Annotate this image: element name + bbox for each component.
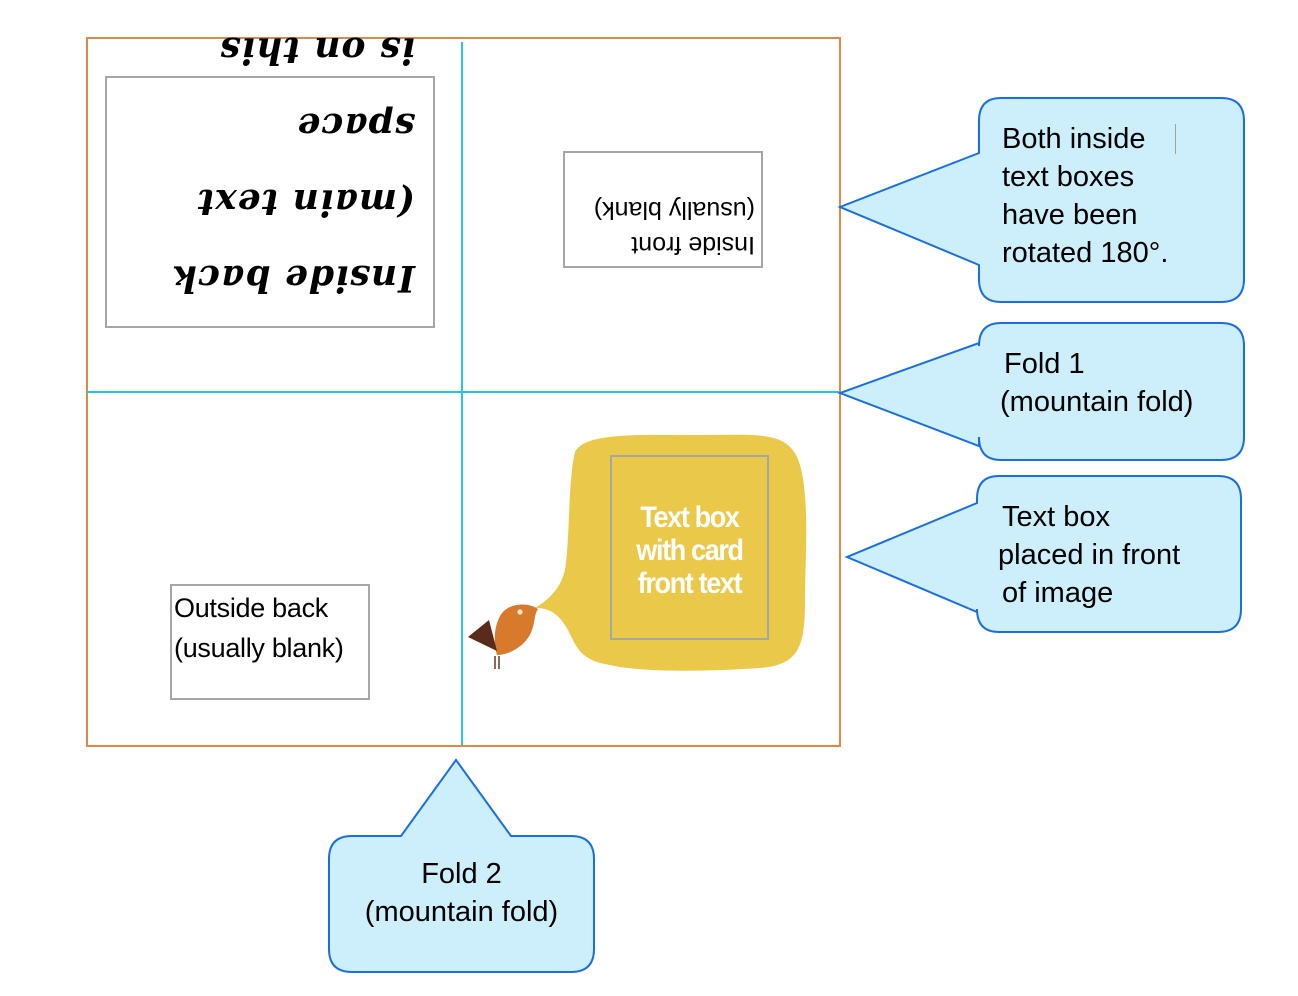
callout-fold1-text: Fold 1 (mountain fold) [1000, 345, 1193, 421]
callout-front-text-line-3: of image [1002, 577, 1114, 609]
callout-fold2-text: Fold 2 (mountain fold) [329, 855, 594, 931]
callout-fold2-line-2: (mountain fold) [364, 896, 559, 928]
outside-back-textbox[interactable]: Outside back (usually blank) [170, 584, 370, 700]
callout-rotated-text: Both inside text boxes have been rotated… [1002, 120, 1168, 272]
inside-back-text: Inside back (main text space is on this … [107, 29, 433, 326]
inside-back-textbox[interactable]: Inside back (main text space is on this … [105, 29, 435, 328]
card-front-line-1: Text box [640, 501, 740, 534]
callout-fold1-line-1: Fold 1 [1004, 348, 1085, 380]
inside-front-line-2: (usually blank) [593, 196, 755, 224]
callout-fold2-line-1: Fold 2 [421, 858, 502, 890]
callout-fold1-line-2: (mountain fold) [1000, 386, 1194, 418]
callout-fold2-shape [328, 758, 595, 973]
inside-back-line-2: (main text space [196, 105, 415, 223]
callout-rotated-line-4: rotated 180°. [1002, 237, 1169, 269]
callout-rotated-line-3: have been [1002, 199, 1138, 231]
text-cursor [1175, 124, 1176, 154]
card-front-line-3: front text [637, 567, 743, 600]
callout-rotated-line-1: Both inside [1002, 123, 1146, 155]
callout-rotated-line-2: text boxes [1002, 161, 1135, 193]
card-front-text: Text box with card front text [620, 457, 760, 600]
fold-2-line [461, 42, 463, 745]
inside-front-text: Inside front (usually blank) [565, 153, 761, 266]
outside-back-text: Outside back (usually blank) [172, 586, 368, 670]
card-front-line-2: with card [636, 534, 744, 567]
callout-front-text-shape [844, 475, 1242, 633]
callout-rotated-shape [837, 97, 1245, 303]
callout-fold1-shape [837, 322, 1245, 461]
fold-1-line [86, 391, 839, 393]
card-front-textbox[interactable]: Text box with card front text [610, 455, 769, 640]
callout-front-text-line-2: placed in front [998, 539, 1181, 571]
outside-back-line-1: Outside back [174, 593, 328, 623]
outside-back-line-2: (usually blank) [174, 633, 344, 663]
inside-back-line-1: Inside back [171, 257, 415, 299]
inside-back-line-3: is on this page) [219, 29, 415, 71]
inside-front-line-1: Inside front [631, 231, 755, 259]
speech-bubble-image[interactable] [535, 434, 807, 671]
callout-front-text-text: Text box placed in front of image [998, 498, 1180, 612]
callout-front-text-line-1: Text box [1002, 501, 1110, 533]
bird-icon [468, 604, 538, 669]
inside-front-textbox[interactable]: Inside front (usually blank) [563, 151, 763, 268]
